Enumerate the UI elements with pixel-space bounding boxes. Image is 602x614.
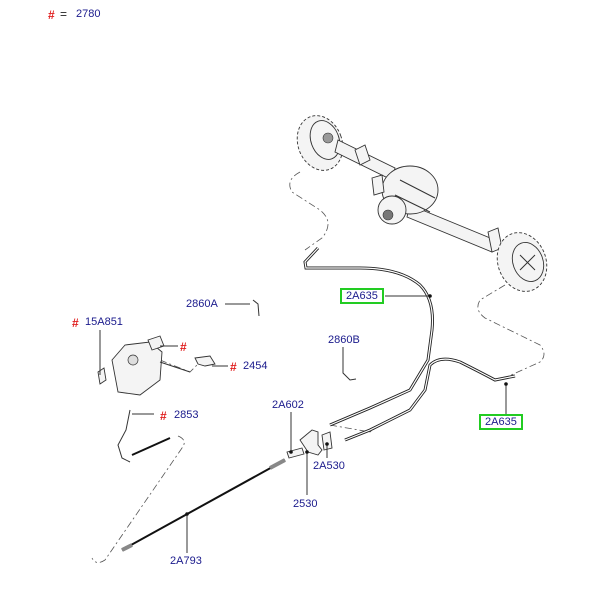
marker-symbol: # bbox=[160, 409, 167, 423]
marker-symbol[interactable]: # bbox=[180, 340, 187, 354]
marker-symbol: # bbox=[72, 316, 79, 330]
marker-symbol: # bbox=[48, 8, 55, 22]
legend-equals: = bbox=[60, 7, 68, 21]
leader-lines bbox=[99, 294, 508, 553]
callout-2A602[interactable]: 2A602 bbox=[272, 399, 304, 411]
marker-symbol: # bbox=[230, 360, 237, 374]
rear-axle-assembly bbox=[296, 115, 548, 292]
cable-2A635-lower bbox=[344, 357, 516, 442]
cable-2853 bbox=[117, 409, 171, 463]
callout-2454[interactable]: 2454 bbox=[243, 360, 268, 372]
callout-2A793[interactable]: 2A793 bbox=[170, 555, 202, 567]
part-2454 bbox=[194, 355, 216, 367]
callout-2853[interactable]: 2853 bbox=[174, 409, 199, 421]
callout-2860B[interactable]: 2860B bbox=[328, 334, 360, 346]
callout-2A530[interactable]: 2A530 bbox=[313, 460, 345, 472]
cable-2A793 bbox=[121, 458, 286, 552]
callout-2A635-lower[interactable]: 2A635 bbox=[479, 414, 523, 430]
callout-2530[interactable]: 2530 bbox=[293, 498, 318, 510]
callout-2860A[interactable]: 2860A bbox=[186, 298, 218, 310]
legend-value: 2780 bbox=[76, 8, 101, 20]
cable-2A635-upper bbox=[303, 246, 434, 427]
parking-brake-control bbox=[97, 335, 191, 396]
equalizer-assembly bbox=[286, 429, 333, 459]
part-2860B bbox=[342, 358, 357, 381]
part-2860A bbox=[252, 299, 260, 317]
callout-15A851[interactable]: 15A851 bbox=[85, 316, 123, 328]
callout-2A635-upper[interactable]: 2A635 bbox=[340, 288, 384, 304]
